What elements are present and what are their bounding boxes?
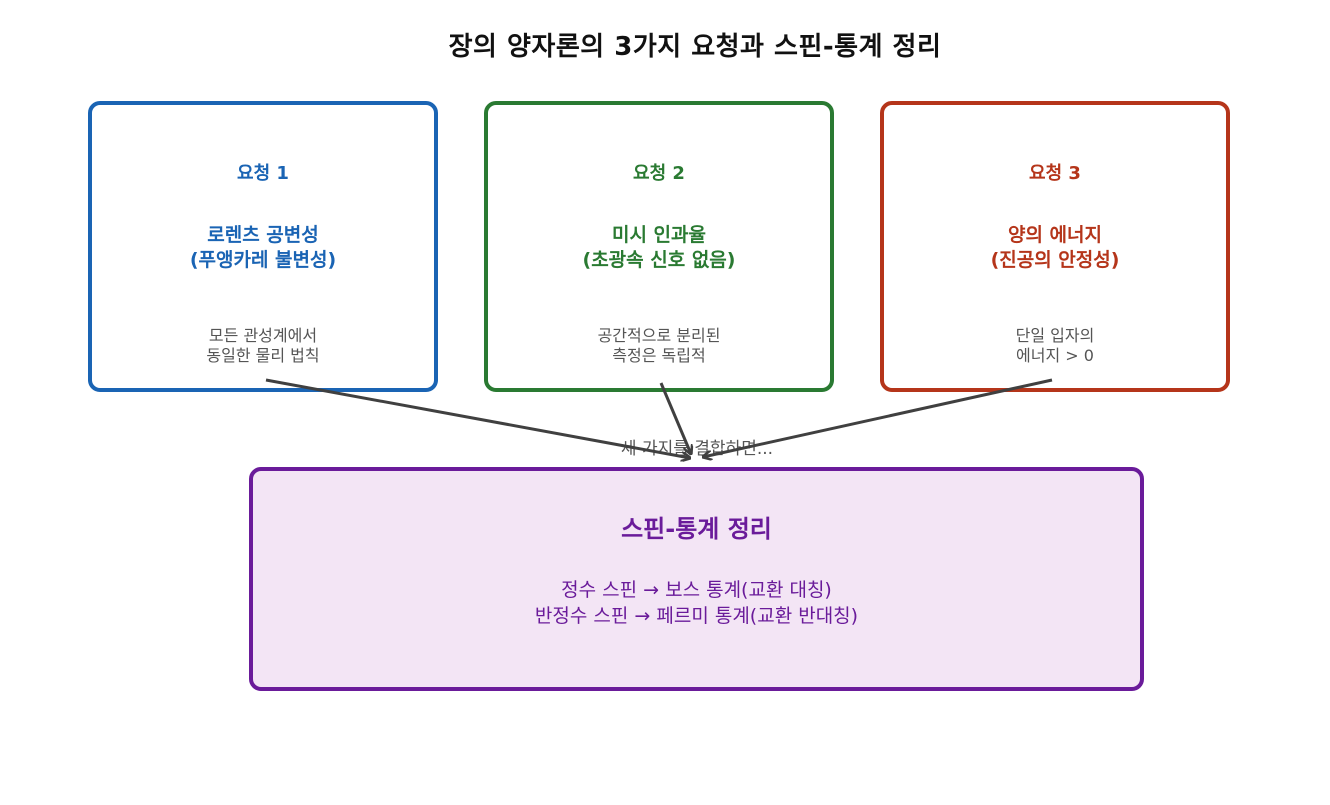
postulate-3-desc-line-1: 단일 입자의 [1015,326,1095,345]
postulate-2-box: 요청 2 미시 인과율 (초광속 신호 없음) 공간적으로 분리된 측정은 독립… [484,101,834,392]
postulate-2-desc-line-1: 공간적으로 분리된 [597,326,721,345]
postulate-3-name-line-2: (진공의 안정성) [990,249,1120,271]
result-line-integer-spin: 정수 스핀 → 보스 통계(교환 대칭) [561,579,832,601]
postulate-3-desc-line-2: 에너지 > 0 [1016,346,1094,365]
postulate-2-label: 요청 2 [633,163,685,184]
postulate-1-desc-line-2: 동일한 물리 법칙 [206,346,320,365]
postulate-1-name: 로렌츠 공변성 (푸앵카레 불변성) [92,223,434,273]
result-title: 스핀-통계 정리 [621,515,772,543]
postulate-3-name: 양의 에너지 (진공의 안정성) [884,223,1226,273]
postulate-3-box: 요청 3 양의 에너지 (진공의 안정성) 단일 입자의 에너지 > 0 [880,101,1230,392]
postulate-1-description: 모든 관성계에서 동일한 물리 법칙 [92,326,434,366]
diagram-title: 장의 양자론의 3가지 요청과 스핀-통계 정리 [448,32,942,62]
postulate-1-box: 요청 1 로렌츠 공변성 (푸앵카레 불변성) 모든 관성계에서 동일한 물리 … [88,101,438,392]
result-description: 정수 스핀 → 보스 통계(교환 대칭) 반정수 스핀 → 페르미 통계(교환 … [253,577,1140,629]
postulate-2-description: 공간적으로 분리된 측정은 독립적 [488,326,830,366]
postulate-3-name-line-1: 양의 에너지 [1007,224,1102,246]
postulate-2-name: 미시 인과율 (초광속 신호 없음) [488,223,830,273]
postulate-2-name-line-2: (초광속 신호 없음) [582,249,736,271]
postulate-1-name-line-2: (푸앵카레 불변성) [189,249,337,271]
postulate-3-label: 요청 3 [1029,163,1081,184]
postulate-2-name-line-1: 미시 인과율 [611,224,706,246]
postulate-3-description: 단일 입자의 에너지 > 0 [884,326,1226,366]
postulate-1-desc-line-1: 모든 관성계에서 [208,326,318,345]
postulate-2-desc-line-2: 측정은 독립적 [612,346,706,365]
postulate-1-label: 요청 1 [237,163,289,184]
combine-caption: 세 가지를 결합하면... [620,439,774,459]
result-line-half-integer-spin: 반정수 스핀 → 페르미 통계(교환 반대칭) [534,605,859,627]
result-box: 스핀-통계 정리 정수 스핀 → 보스 통계(교환 대칭) 반정수 스핀 → 페… [249,467,1144,691]
postulate-1-name-line-1: 로렌츠 공변성 [207,224,319,246]
